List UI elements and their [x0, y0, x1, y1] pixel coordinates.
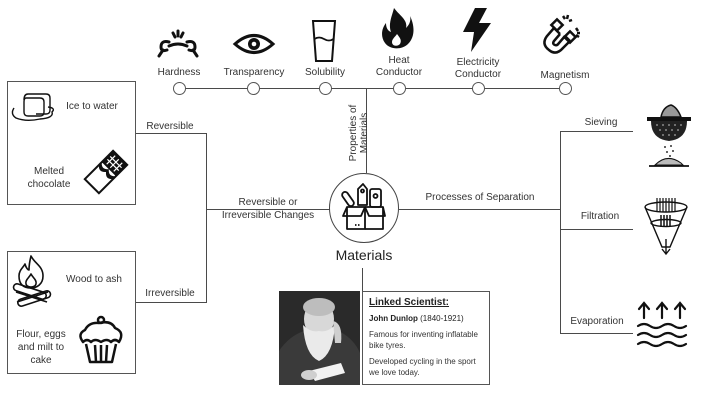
heat-line1: Heat: [388, 55, 410, 66]
changes-line1: Reversible or: [238, 197, 298, 208]
property-label-hardness: Hardness: [157, 67, 201, 78]
scientist-dates: (1840-1921): [420, 314, 464, 323]
property-label-magnetism: Magnetism: [540, 70, 590, 81]
node-hardness[interactable]: [173, 82, 186, 95]
eye-icon: [232, 34, 276, 54]
property-label-solubility: Solubility: [304, 67, 346, 78]
magnet-icon: [543, 14, 580, 54]
flame-icon: [382, 8, 414, 49]
node-solubility[interactable]: [319, 82, 332, 95]
scientist-info-box: Linked Scientist: John Dunlop (1840-1921…: [362, 291, 490, 385]
filter-funnel-icon: [644, 198, 688, 256]
changes-line2: Irreversible Changes: [221, 210, 315, 221]
lightning-bolt-icon: [463, 8, 491, 52]
changes-vertical-line: [206, 133, 208, 303]
property-label-transparency: Transparency: [223, 67, 285, 78]
heat-line2: Conductor: [375, 67, 423, 78]
evaporation-icon: [636, 301, 688, 348]
properties-line: [185, 88, 561, 90]
electricity-line2: Conductor: [454, 69, 502, 80]
glass-of-water-icon: [311, 20, 337, 62]
melted-line1: Melted: [33, 166, 64, 177]
separation-label-evaporation: Evaporation: [570, 316, 624, 327]
properties-branch-text: Properties of Materials: [348, 104, 370, 162]
separation-branch-line: [399, 209, 560, 211]
irreversible-line: [135, 302, 207, 304]
property-label-electricity-conductor: Electricity Conductor: [444, 57, 512, 81]
sieving-line: [560, 131, 633, 133]
campfire-icon: [12, 255, 52, 307]
property-label-heat-conductor: Heat Conductor: [367, 55, 431, 79]
reversible-examples-box: [7, 81, 136, 205]
properties-branch-label: Properties of Materials: [348, 93, 370, 173]
node-electricity-conductor[interactable]: [472, 82, 485, 95]
node-magnetism[interactable]: [559, 82, 572, 95]
reversible-label: Reversible: [146, 121, 194, 132]
separation-branch-label: Processes of Separation: [425, 192, 535, 203]
scientist-fact-2: Developed cycling in the sport we love t…: [369, 357, 476, 377]
scientist-name: John Dunlop: [369, 314, 418, 323]
separation-label-filtration: Filtration: [580, 211, 620, 222]
chocolate-bar-icon: [83, 149, 129, 195]
separation-label-sieving: Sieving: [584, 117, 618, 128]
reversible-line: [135, 133, 207, 135]
filtration-line: [560, 229, 633, 231]
example-melted-chocolate: Melted chocolate: [20, 165, 78, 191]
central-label: Materials: [335, 247, 393, 263]
example-ice-to-water: Ice to water: [66, 101, 118, 112]
evaporation-line: [560, 333, 633, 335]
melting-ice-icon: [11, 93, 55, 121]
cake-line3: cake: [30, 355, 52, 366]
changes-branch-label: Reversible or Irreversible Changes: [212, 196, 324, 222]
cake-line1: Flour, eggs: [16, 329, 66, 340]
portrait-illustration: [279, 291, 360, 385]
melted-line2: chocolate: [27, 179, 71, 190]
changes-branch-line: [206, 209, 330, 211]
cupcake-icon: [79, 315, 123, 364]
properties-branch-line: [366, 89, 368, 173]
chain-break-icon: [157, 29, 199, 58]
cake-line2: and milt to: [17, 342, 65, 353]
scientist-name-line: John Dunlop (1840-1921): [369, 314, 483, 323]
separation-vertical-line: [560, 131, 562, 334]
scientist-heading: Linked Scientist:: [369, 297, 450, 308]
node-heat-conductor[interactable]: [393, 82, 406, 95]
scientist-portrait-photo: [279, 291, 360, 385]
example-wood-to-ash: Wood to ash: [66, 274, 122, 285]
irreversible-label: Irreversible: [145, 288, 195, 299]
box-of-materials-icon: [341, 183, 386, 230]
sieve-icon: [647, 104, 691, 167]
example-flour-eggs-cake: Flour, eggs and milt to cake: [13, 328, 69, 367]
scientist-branch-line: [362, 268, 364, 291]
electricity-line1: Electricity: [456, 57, 500, 68]
scientist-fact-1: Famous for inventing inflatable bike tyr…: [369, 330, 478, 350]
node-transparency[interactable]: [247, 82, 260, 95]
